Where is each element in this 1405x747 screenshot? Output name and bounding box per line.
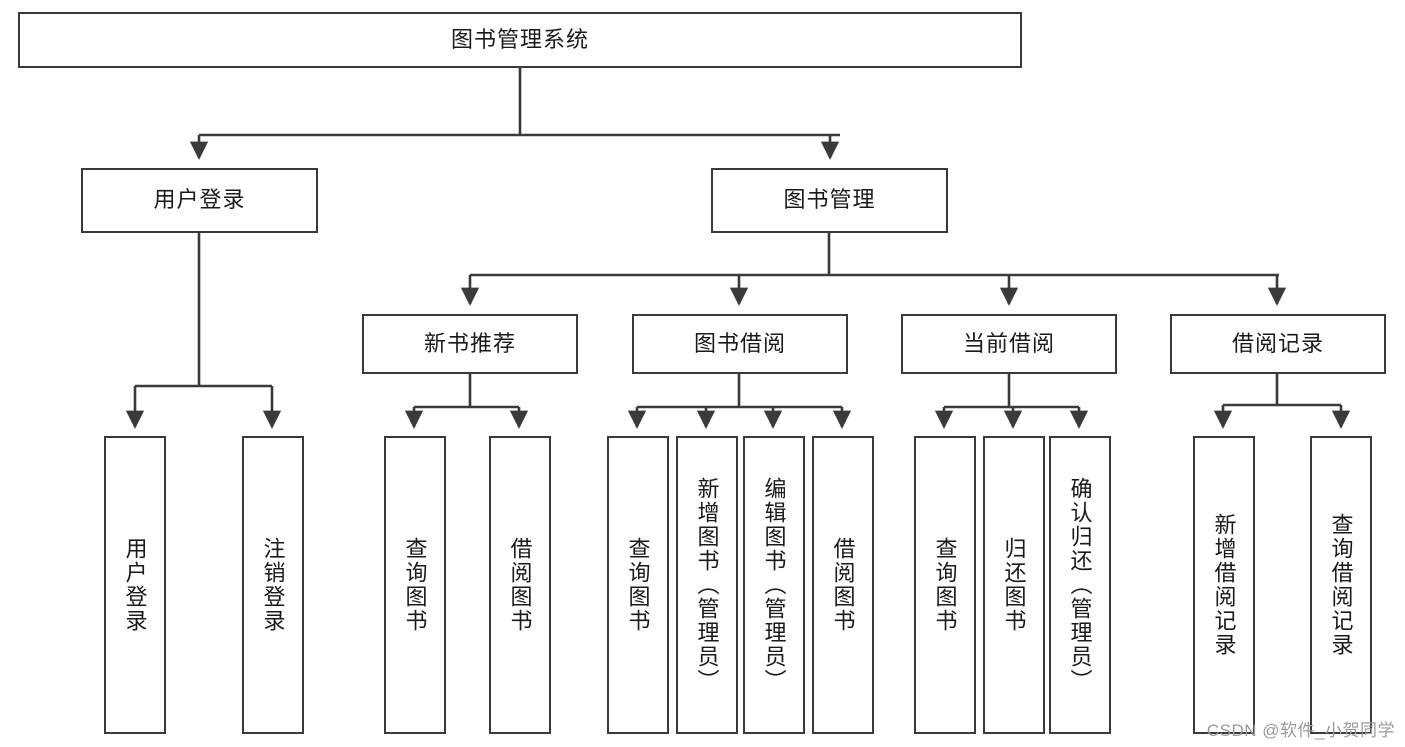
- node-new-book-recommend[interactable]: 新书推荐: [362, 314, 578, 374]
- node-label: 新书推荐: [423, 330, 516, 356]
- node-borrow-records[interactable]: 借阅记录: [1170, 314, 1386, 374]
- node-label: 借阅记录: [1231, 330, 1324, 356]
- node-label: 新增图书（管理员）: [694, 477, 720, 693]
- leaf-query-book-borrow[interactable]: 查询图书: [607, 436, 669, 734]
- node-current-borrow[interactable]: 当前借阅: [901, 314, 1117, 374]
- node-label: 注销登录: [260, 537, 286, 633]
- node-label: 新增借阅记录: [1211, 513, 1237, 657]
- node-label: 编辑图书（管理员）: [761, 477, 787, 693]
- leaf-logout[interactable]: 注销登录: [242, 436, 304, 734]
- node-label: 查询图书: [625, 537, 651, 633]
- node-label: 查询图书: [402, 537, 428, 633]
- node-root-library-system[interactable]: 图书管理系统: [18, 12, 1022, 68]
- node-label: 图书借阅: [693, 330, 786, 356]
- node-label: 借阅图书: [830, 537, 856, 633]
- node-label: 用户登录: [153, 187, 246, 213]
- leaf-borrow-book-recommend[interactable]: 借阅图书: [489, 436, 551, 734]
- leaf-query-book-current[interactable]: 查询图书: [914, 436, 976, 734]
- leaf-edit-book-admin[interactable]: 编辑图书（管理员）: [743, 436, 805, 734]
- leaf-query-borrow-record[interactable]: 查询借阅记录: [1310, 436, 1372, 734]
- node-label: 借阅图书: [507, 537, 533, 633]
- node-label: 查询图书: [932, 537, 958, 633]
- leaf-borrow-book[interactable]: 借阅图书: [812, 436, 874, 734]
- leaf-return-book[interactable]: 归还图书: [983, 436, 1045, 734]
- node-label: 归还图书: [1001, 537, 1027, 633]
- node-user-login[interactable]: 用户登录: [81, 168, 318, 233]
- node-label: 用户登录: [122, 537, 148, 633]
- node-label: 查询借阅记录: [1328, 513, 1354, 657]
- node-label: 确认归还（管理员）: [1067, 477, 1093, 693]
- watermark: CSDN @软件_小贺同学: [1206, 721, 1395, 740]
- node-book-borrow[interactable]: 图书借阅: [632, 314, 848, 374]
- node-label: 图书管理: [783, 187, 876, 213]
- node-label: 当前借阅: [962, 330, 1055, 356]
- leaf-query-book-recommend[interactable]: 查询图书: [384, 436, 446, 734]
- node-book-management[interactable]: 图书管理: [711, 168, 948, 233]
- leaf-add-borrow-record[interactable]: 新增借阅记录: [1193, 436, 1255, 734]
- leaf-add-book-admin[interactable]: 新增图书（管理员）: [676, 436, 738, 734]
- leaf-confirm-return-admin[interactable]: 确认归还（管理员）: [1049, 436, 1111, 734]
- node-label: 图书管理系统: [450, 26, 589, 52]
- leaf-user-login[interactable]: 用户登录: [104, 436, 166, 734]
